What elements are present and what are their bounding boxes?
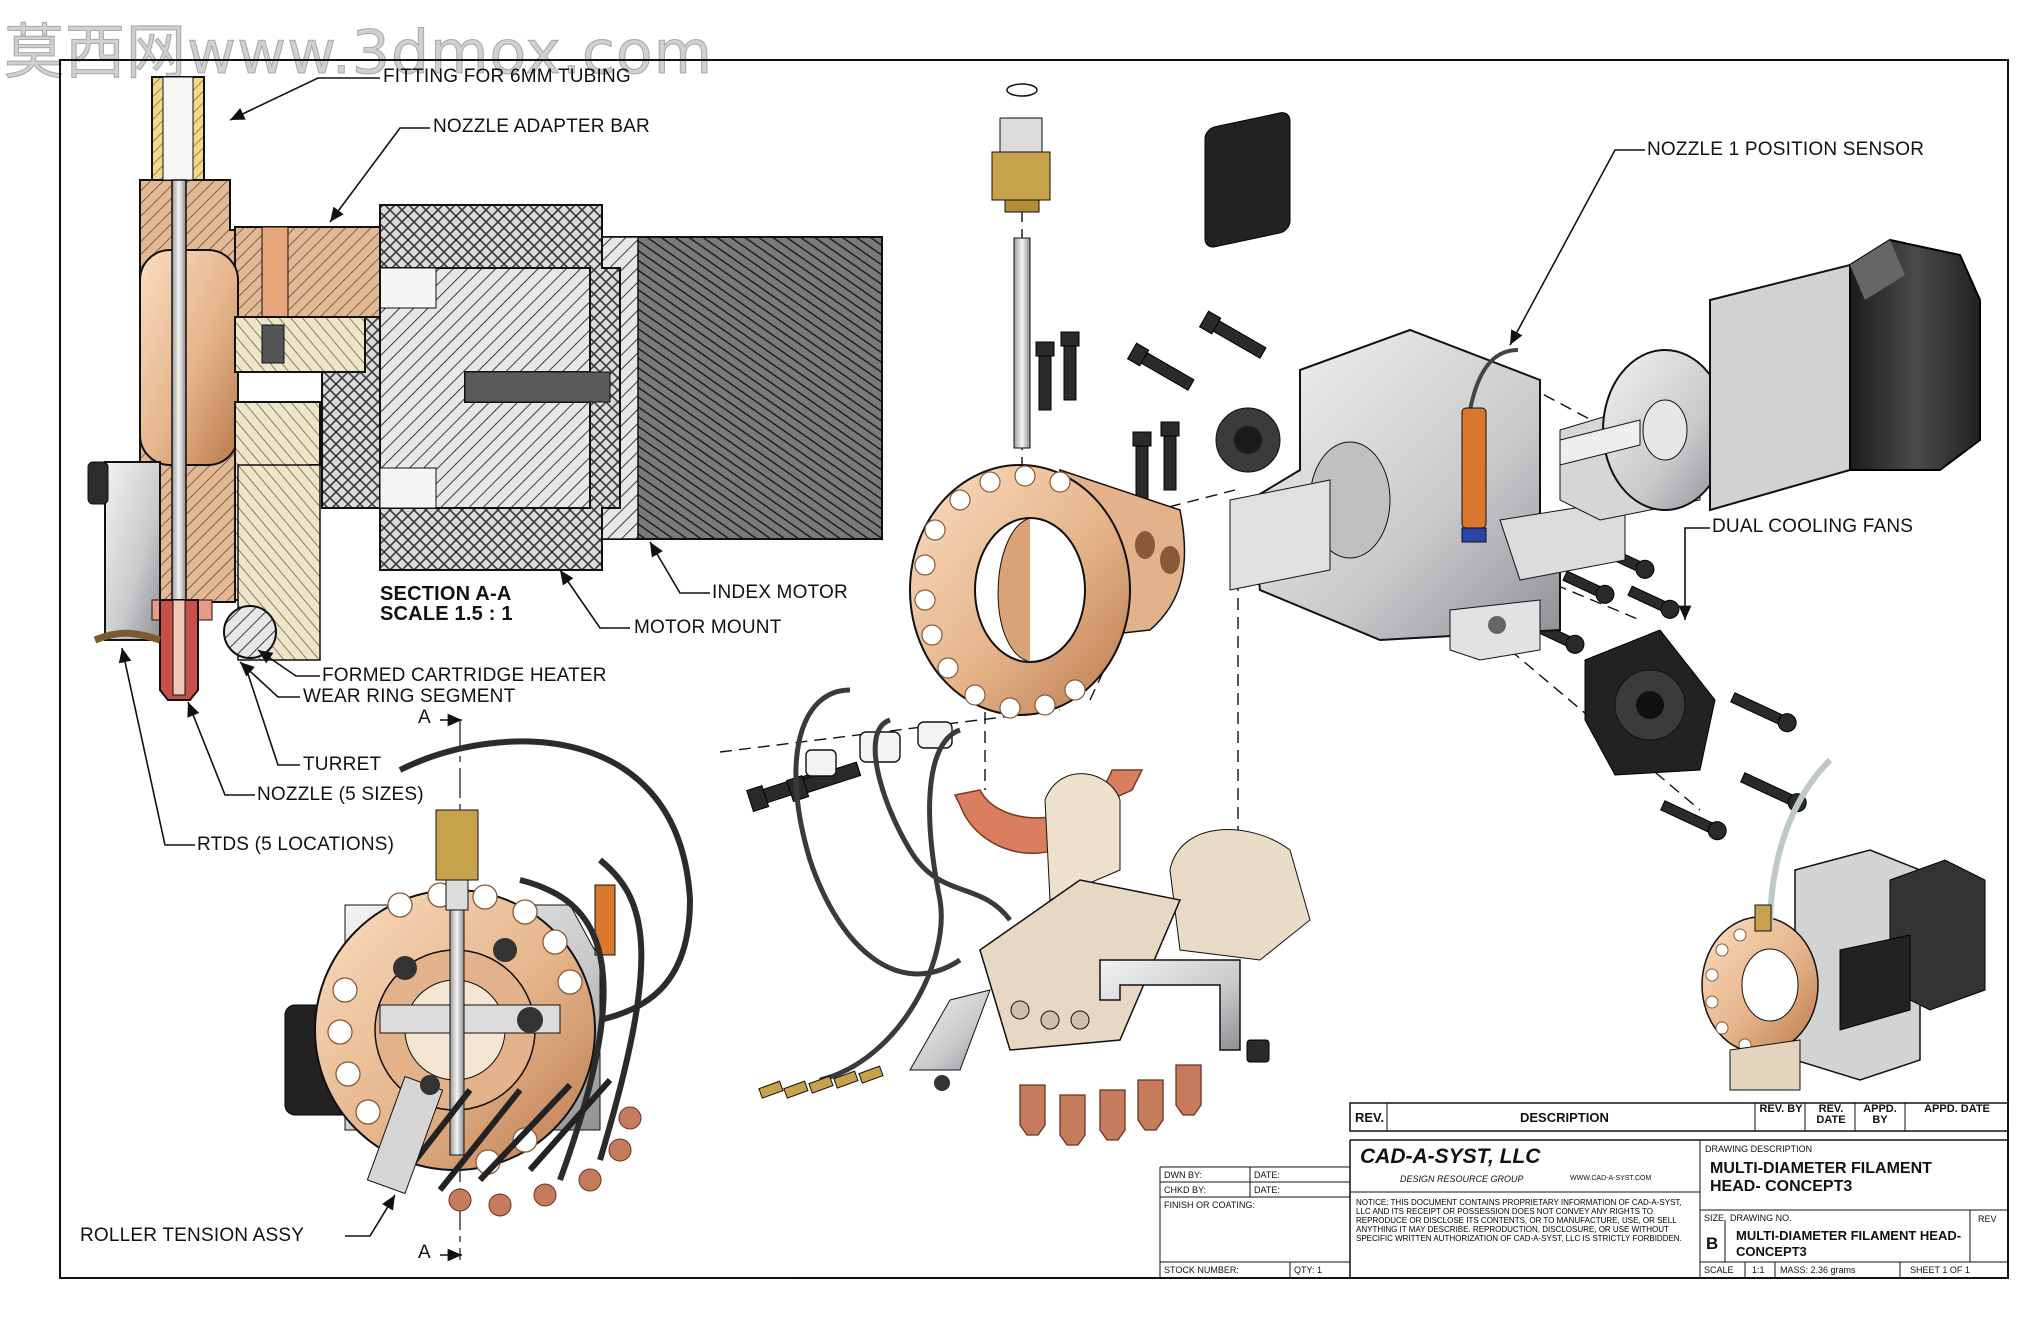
tb-date-2: DATE: xyxy=(1254,1185,1280,1195)
tb-scale-label: SCALE xyxy=(1704,1265,1734,1275)
index-motor-assembly xyxy=(1559,238,1981,521)
section-marker-bottom: A xyxy=(418,1242,431,1263)
assembled-view xyxy=(1701,757,1986,1091)
tb-appd-date: APPD. DATE xyxy=(1924,1103,1990,1115)
section-scale: SCALE 1.5 : 1 xyxy=(380,603,513,625)
tb-company-sub: DESIGN RESOURCE GROUP xyxy=(1400,1174,1524,1184)
tb-company: CAD-A-SYST, LLC xyxy=(1360,1145,1541,1168)
index-motor-section xyxy=(601,236,883,540)
callout-roller: ROLLER TENSION ASSY xyxy=(80,1225,305,1246)
tb-date-1: DATE: xyxy=(1254,1170,1280,1180)
section-leaders xyxy=(118,77,710,846)
tb-description-header: DESCRIPTION xyxy=(1520,1110,1609,1125)
heater-band xyxy=(953,769,1144,854)
tb-rev-label: REV xyxy=(1978,1214,1997,1224)
tb-rev-date: REV. DATE xyxy=(1816,1103,1846,1126)
roller-bracket xyxy=(1099,959,1241,1051)
callout-motor-mount: MOTOR MOUNT xyxy=(634,617,782,638)
callout-fitting: FITTING FOR 6MM TUBING xyxy=(383,66,631,87)
tb-rev-header: REV. xyxy=(1355,1110,1385,1125)
tb-dwn-by: DWN BY: xyxy=(1164,1170,1203,1180)
callout-fans: DUAL COOLING FANS xyxy=(1712,516,1914,537)
tb-company-url: WWW.CAD-A-SYST.COM xyxy=(1570,1175,1652,1182)
motor-mount-block xyxy=(1248,328,1561,642)
tb-chkd-by: CHKD BY: xyxy=(1164,1185,1207,1195)
callout-index-motor: INDEX MOTOR xyxy=(712,582,848,603)
tb-sheet: SHEET 1 OF 1 xyxy=(1910,1265,1970,1275)
tb-qty: QTY: 1 xyxy=(1294,1265,1323,1275)
tb-rev-by: REV. BY xyxy=(1759,1103,1803,1115)
nozzle-adapter-bar-section xyxy=(234,226,381,318)
tb-drawing-desc-2: HEAD- CONCEPT3 xyxy=(1710,1178,1853,1195)
position-sensor xyxy=(1461,407,1487,529)
title-block-grid xyxy=(790,1102,2009,1279)
nozzle-set xyxy=(1019,1064,1202,1146)
tb-finish: FINISH OR COATING: xyxy=(1164,1200,1255,1210)
section-view xyxy=(87,76,883,701)
callout-sensor: NOZZLE 1 POSITION SENSOR xyxy=(1647,139,1925,160)
callout-cartridge-heater: FORMED CARTRIDGE HEATER xyxy=(322,665,607,686)
tb-drawing-no-label: DRAWING NO. xyxy=(1730,1213,1792,1223)
callout-wear-ring: WEAR RING SEGMENT xyxy=(303,686,516,707)
tb-drawing-desc-label: DRAWING DESCRIPTION xyxy=(1705,1144,1813,1154)
exploded-view xyxy=(719,83,1986,1146)
callout-adapter-bar: NOZZLE ADAPTER BAR xyxy=(433,116,650,137)
turret-ring xyxy=(909,464,1186,719)
wear-ring-pieces xyxy=(1044,773,1121,901)
tb-size-value: B xyxy=(1706,1234,1719,1253)
turret-holes xyxy=(914,465,1086,719)
cooling-fan-1 xyxy=(1204,112,1291,473)
roller-tension-view xyxy=(284,713,694,1262)
watermark-text: 莫西网www.3dmox.com xyxy=(3,18,714,89)
tb-mass: MASS: 2.36 grams xyxy=(1780,1265,1856,1275)
tb-notice: NOTICE: THIS DOCUMENT CONTAINS PROPRIETA… xyxy=(1356,1198,1682,1243)
tb-scale-value: 1:1 xyxy=(1752,1265,1765,1275)
section-title: SECTION A-A xyxy=(380,583,512,605)
tb-appd-by: APPD. BY xyxy=(1863,1103,1897,1126)
tb-size-label: SIZE xyxy=(1704,1213,1725,1223)
tb-stock-number: STOCK NUMBER: xyxy=(1164,1265,1239,1275)
callout-nozzle: NOZZLE (5 SIZES) xyxy=(257,784,424,805)
section-marker-top: A xyxy=(418,707,431,728)
tb-drawing-no-1: MULTI-DIAMETER FILAMENT HEAD- xyxy=(1736,1228,1962,1243)
callout-rtds: RTDS (5 LOCATIONS) xyxy=(197,834,395,855)
callout-turret: TURRET xyxy=(303,754,382,775)
tb-drawing-no-2: CONCEPT3 xyxy=(1736,1244,1807,1259)
tb-drawing-desc-1: MULTI-DIAMETER FILAMENT xyxy=(1710,1160,1932,1177)
cooling-fan-2 xyxy=(1584,629,1716,776)
